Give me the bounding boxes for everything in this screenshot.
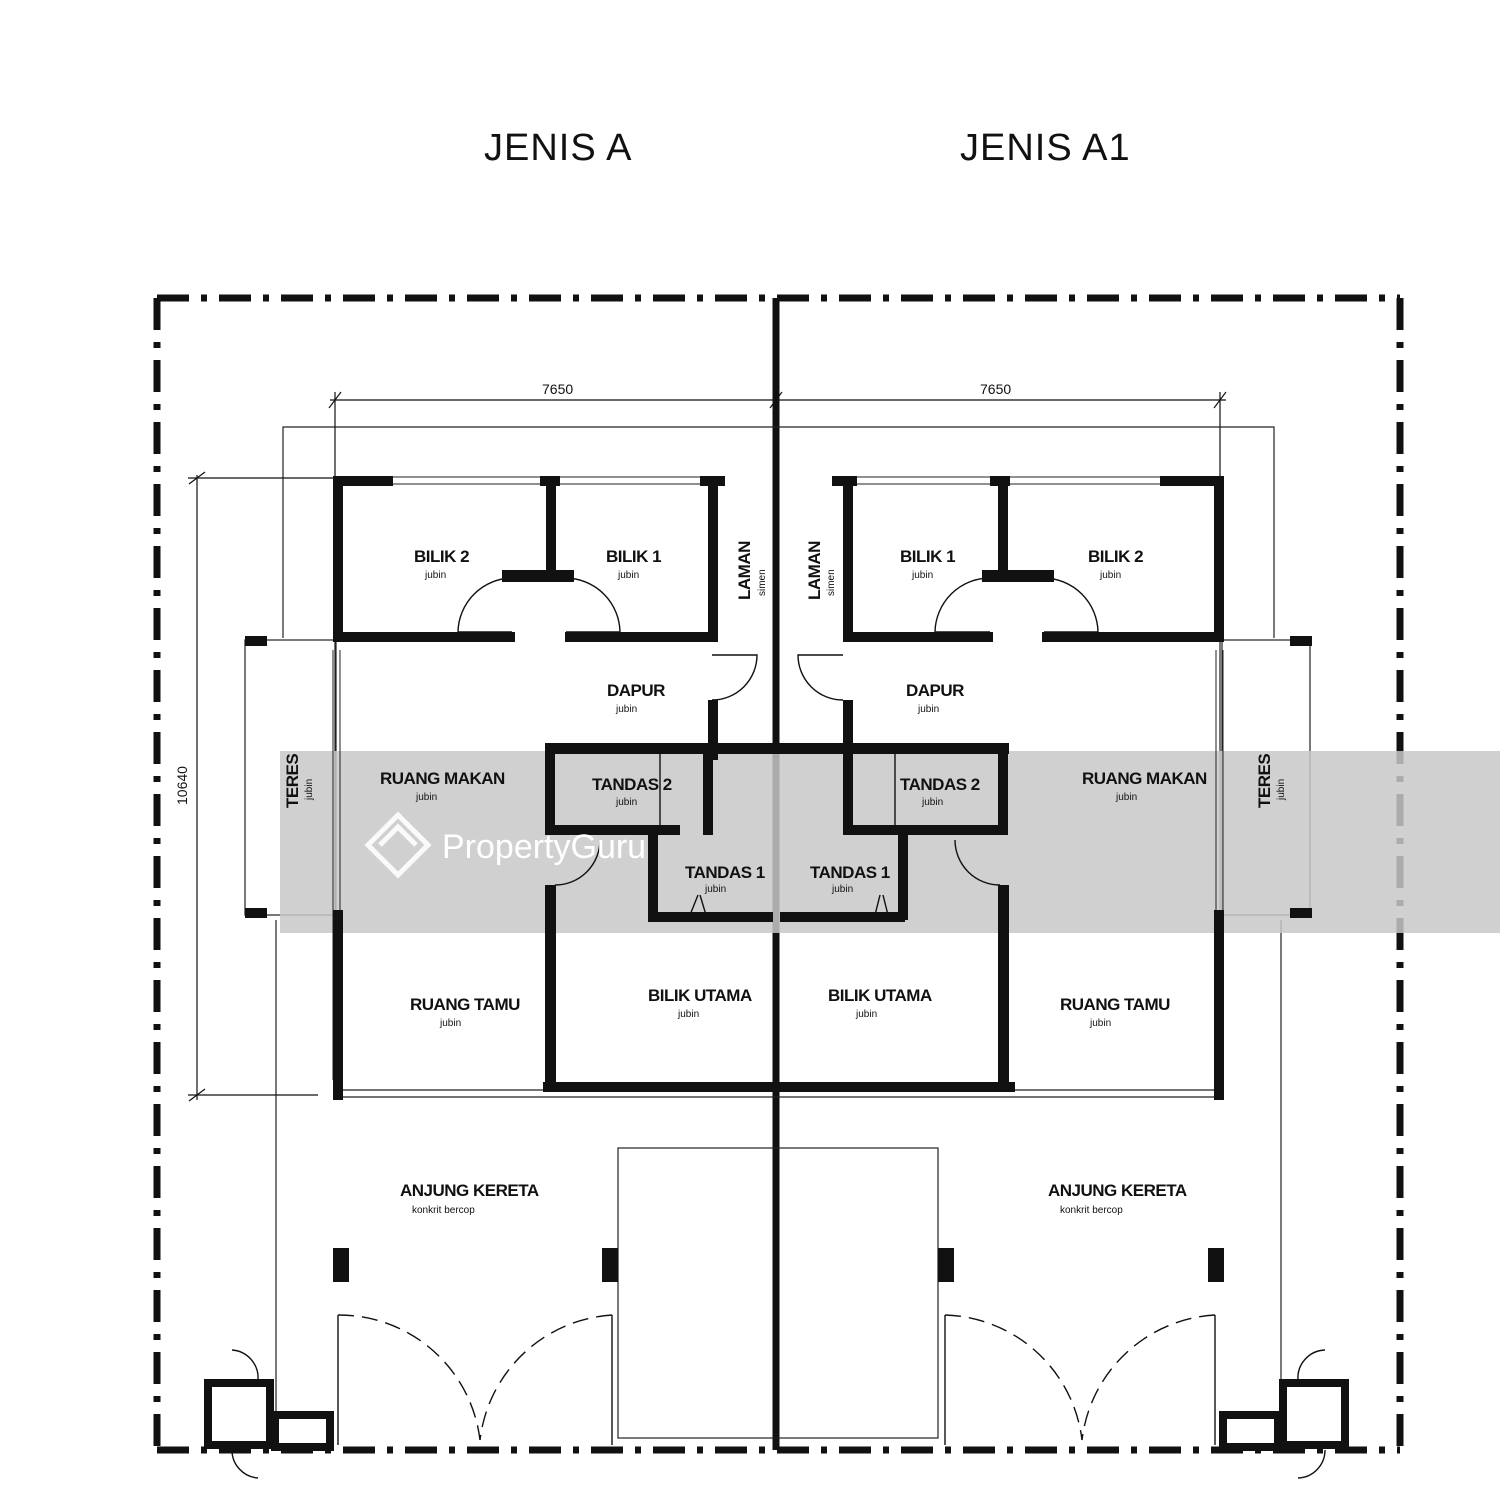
gate-posts <box>204 1379 1349 1451</box>
room-anjung-a: ANJUNG KERETA <box>400 1181 539 1200</box>
finish-tandas1-a: jubin <box>704 884 726 895</box>
room-tandas1-a1: TANDAS 1 <box>810 863 890 882</box>
dimension-lines <box>188 391 1227 1102</box>
dimension-width-left: 7650 <box>542 381 573 397</box>
room-tandas2-a1: TANDAS 2 <box>900 775 980 794</box>
finish-ruang-tamu-a1: jubin <box>1089 1018 1111 1029</box>
room-bilik1-a1: BILIK 1 <box>900 547 955 566</box>
finish-tandas2-a1: jubin <box>921 797 943 808</box>
room-bilik2-a1: BILIK 2 <box>1088 547 1143 566</box>
finish-tandas2-a: jubin <box>615 797 637 808</box>
room-teres-a1: TERES <box>1255 754 1274 808</box>
room-bilik2-a: BILIK 2 <box>414 547 469 566</box>
room-bilik-utama-a1: BILIK UTAMA <box>828 986 932 1005</box>
finish-ruang-makan-a: jubin <box>415 792 437 803</box>
finish-ruang-makan-a1: jubin <box>1115 792 1137 803</box>
finish-laman-a: simen <box>757 569 768 596</box>
watermark-band <box>280 751 1500 933</box>
finish-bilik2-a1: jubin <box>1099 570 1121 581</box>
room-bilik-utama-a: BILIK UTAMA <box>648 986 752 1005</box>
finish-laman-a1: simen <box>826 569 837 596</box>
room-laman-a: LAMAN <box>735 541 754 600</box>
finish-teres-a1: jubin <box>1276 779 1287 801</box>
finish-anjung-a: konkrit bercop <box>412 1205 475 1216</box>
finish-dapur-a1: jubin <box>917 704 939 715</box>
finish-dapur-a: jubin <box>615 704 637 715</box>
watermark-text: PropertyGuru <box>442 828 646 866</box>
room-laman-a1: LAMAN <box>805 541 824 600</box>
finish-bilik1-a1: jubin <box>911 570 933 581</box>
room-tandas2-a: TANDAS 2 <box>592 775 672 794</box>
finish-anjung-a1: konkrit bercop <box>1060 1205 1123 1216</box>
room-ruang-tamu-a1: RUANG TAMU <box>1060 995 1170 1014</box>
door-swings <box>231 577 1326 1479</box>
walls <box>245 476 1312 1282</box>
room-dapur-a1: DAPUR <box>906 681 964 700</box>
room-ruang-tamu-a: RUANG TAMU <box>410 995 520 1014</box>
finish-tandas1-a1: jubin <box>831 884 853 895</box>
finish-bilik-utama-a: jubin <box>677 1009 699 1020</box>
title-jenis-a: JENIS A <box>484 127 633 169</box>
finish-bilik1-a: jubin <box>617 570 639 581</box>
room-anjung-a1: ANJUNG KERETA <box>1048 1181 1187 1200</box>
dimension-width-right: 7650 <box>980 381 1011 397</box>
room-ruang-makan-a1: RUANG MAKAN <box>1082 769 1207 788</box>
room-tandas1-a: TANDAS 1 <box>685 863 765 882</box>
finish-bilik-utama-a1: jubin <box>855 1009 877 1020</box>
finish-teres-a: jubin <box>304 779 315 801</box>
title-jenis-a1: JENIS A1 <box>960 127 1131 169</box>
room-bilik1-a: BILIK 1 <box>606 547 661 566</box>
finish-ruang-tamu-a: jubin <box>439 1018 461 1029</box>
propertyguru-logo-icon <box>364 811 432 879</box>
room-ruang-makan-a: RUANG MAKAN <box>380 769 505 788</box>
room-teres-a: TERES <box>283 754 302 808</box>
finish-bilik2-a: jubin <box>424 570 446 581</box>
dimension-depth: 10640 <box>174 766 190 805</box>
room-dapur-a: DAPUR <box>607 681 665 700</box>
